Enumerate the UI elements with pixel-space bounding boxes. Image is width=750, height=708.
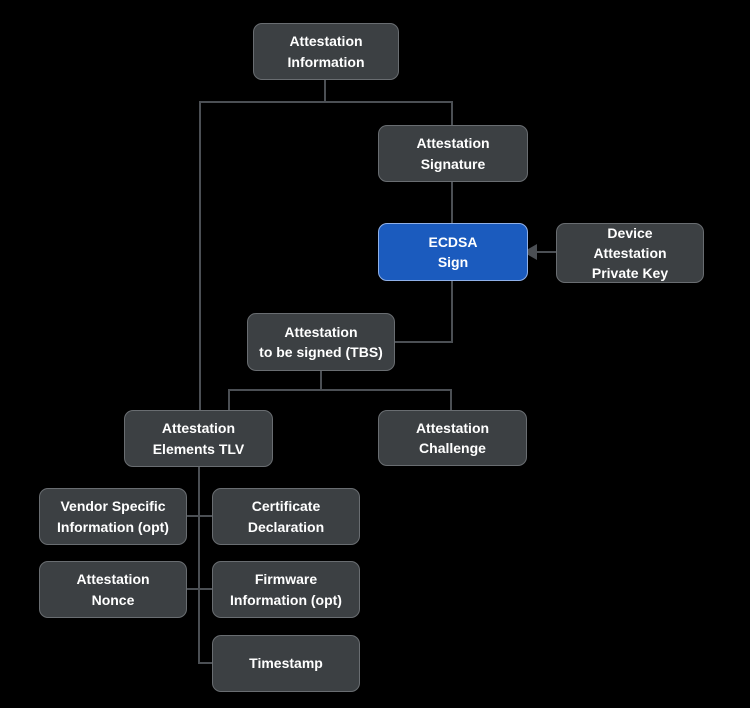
node-attestation-signature: Attestation Signature <box>378 125 528 182</box>
connector-info-down <box>324 80 326 102</box>
node-attestation-nonce: Attestation Nonce <box>39 561 187 618</box>
node-attestation-information: Attestation Information <box>253 23 399 80</box>
connector-to-signature <box>451 101 453 125</box>
node-vendor-specific-information: Vendor Specific Information (opt) <box>39 488 187 545</box>
connector-left-trunk <box>199 101 201 410</box>
connector-tbs-ecdsa <box>395 341 453 343</box>
node-firmware-information: Firmware Information (opt) <box>212 561 360 618</box>
connector-tbs-split <box>228 389 452 391</box>
connector-info-split <box>199 101 453 103</box>
node-device-attestation-private-key: Device Attestation Private Key <box>556 223 704 283</box>
connector-to-challenge <box>450 389 452 410</box>
connector-tlv-trunk <box>198 467 200 664</box>
node-attestation-elements-tlv: Attestation Elements TLV <box>124 410 273 467</box>
connector-to-tlv <box>228 389 230 410</box>
connector-row-vendor-cert <box>187 515 212 517</box>
node-attestation-challenge: Attestation Challenge <box>378 410 527 466</box>
connector-row-nonce-firmware <box>187 588 212 590</box>
connector-privatekey-ecdsa <box>536 251 556 253</box>
connector-tbs-down <box>320 371 322 390</box>
node-certificate-declaration: Certificate Declaration <box>212 488 360 545</box>
connector-ecdsa-down <box>451 281 453 342</box>
node-timestamp: Timestamp <box>212 635 360 692</box>
node-attestation-tbs: Attestation to be signed (TBS) <box>247 313 395 371</box>
connector-row-timestamp <box>198 662 212 664</box>
connector-signature-ecdsa <box>451 182 453 223</box>
node-ecdsa-sign: ECDSA Sign <box>378 223 528 281</box>
